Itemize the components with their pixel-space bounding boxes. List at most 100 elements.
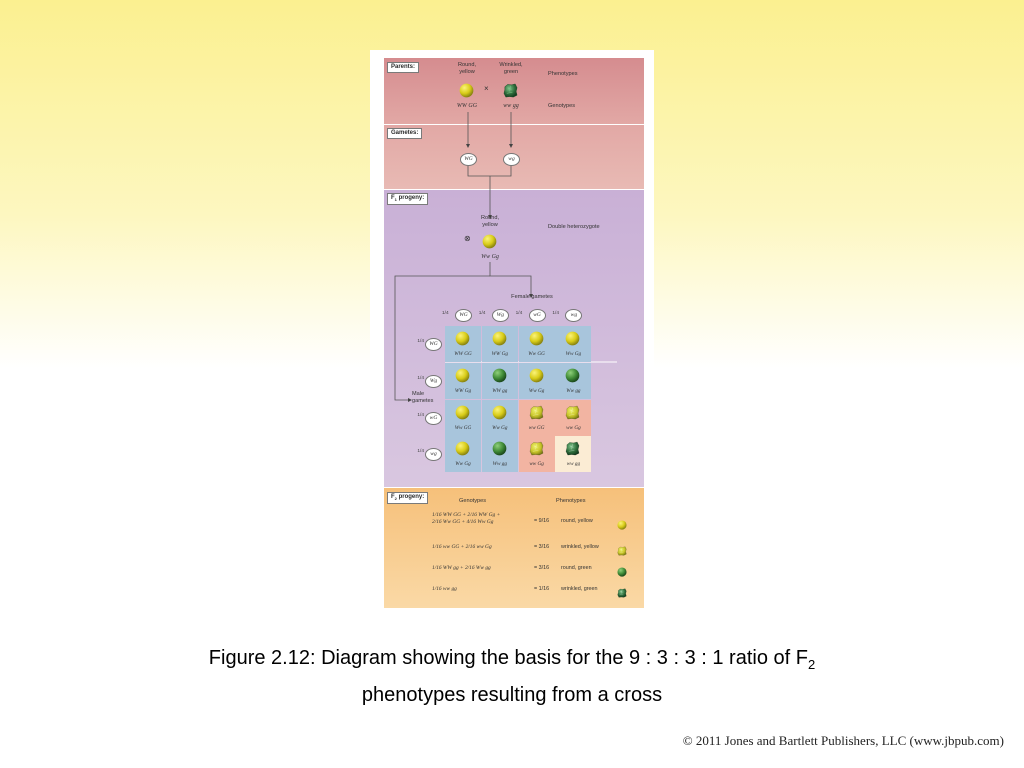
round-green-pea-icon bbox=[492, 368, 507, 383]
wrinkled-yellow-pea-icon bbox=[565, 405, 580, 420]
punnett-cell: ww gg bbox=[555, 436, 592, 473]
round-yellow-pea-icon bbox=[455, 368, 470, 383]
punnett-cell: WW Gg bbox=[481, 326, 518, 362]
f2-phenotypes-header: Phenotypes bbox=[556, 498, 586, 504]
round-yellow-pea-icon bbox=[529, 331, 544, 346]
f2-genotype-terms: 1/16 WW gg + 2/16 Ww gg bbox=[432, 565, 491, 571]
punnett-cell: Ww Gg bbox=[445, 436, 481, 473]
cross-symbol: × bbox=[484, 84, 489, 93]
punnett-cell: Ww Gg bbox=[555, 326, 592, 362]
round-green-pea-icon bbox=[617, 564, 627, 577]
punnett-cell-genotype: Ww GG bbox=[454, 424, 472, 431]
punnett-cell-genotype: Ww Gg bbox=[455, 461, 471, 468]
wrinkled-yellow-pea-icon bbox=[529, 441, 544, 456]
copyright-notice: © 2011 Jones and Bartlett Publishers, LL… bbox=[682, 733, 1004, 748]
f2-progeny-label: F2 progeny: bbox=[387, 492, 429, 505]
male-gamete-3: wg bbox=[425, 448, 442, 462]
f2-phenotype: wrinkled, green bbox=[561, 586, 598, 592]
self-cross-symbol: ⊗ bbox=[464, 234, 471, 243]
male-gamete-1: Wg bbox=[425, 374, 442, 388]
round-yellow-pea-icon bbox=[459, 83, 474, 98]
genotypes-label: Genotypes bbox=[548, 103, 576, 109]
punnett-cell: ww Gg bbox=[518, 436, 555, 473]
female-gamete-fraction: 1/4 bbox=[552, 311, 560, 316]
f1-genotype: Ww Gg bbox=[481, 254, 499, 260]
punnett-cell-genotype: Ww Gg bbox=[528, 387, 545, 394]
parents-label: Parents: bbox=[387, 62, 420, 73]
punnett-cell: Ww GG bbox=[445, 399, 481, 436]
f1-progeny-label: F1 progeny: bbox=[387, 193, 429, 206]
female-gamete-3: wg bbox=[565, 309, 583, 322]
gametes-label: Gametes: bbox=[387, 128, 423, 139]
punnett-cell-genotype: ww Gg bbox=[566, 424, 581, 431]
round-green-pea-icon bbox=[492, 441, 507, 456]
punnett-cell-genotype: WW GG bbox=[454, 351, 472, 357]
dihybrid-cross-figure: Parents: Round,yellow Wrinkled,green Phe… bbox=[370, 50, 654, 612]
round-yellow-pea-icon bbox=[617, 517, 627, 530]
punnett-cell-genotype: WW Gg bbox=[454, 387, 472, 394]
punnett-cell-genotype: Ww Gg bbox=[565, 351, 582, 357]
male-gamete-fraction: 1/4 bbox=[417, 412, 424, 418]
parent-right-phenotype: Wrinkled,green bbox=[499, 62, 523, 75]
female-gamete-fraction: 1/4 bbox=[442, 311, 449, 316]
double-heterozygote-label: Double heterozygote bbox=[548, 224, 600, 230]
f2-genotypes-header: Genotypes bbox=[459, 498, 487, 504]
punnett-cell-genotype: WW gg bbox=[492, 387, 508, 394]
f2-genotype-terms: 1/16 ww gg bbox=[432, 586, 457, 592]
punnett-cell: Ww GG bbox=[518, 326, 555, 362]
female-gamete-fraction: 1/4 bbox=[515, 311, 523, 316]
male-gamete-2: wG bbox=[425, 411, 442, 425]
f2-ratio: = 3/16 bbox=[534, 565, 550, 571]
f2-genotype-terms: 1/16 WW GG + 2/16 WW Gg +2/16 Ww GG + 4/… bbox=[432, 512, 501, 525]
round-yellow-pea-icon bbox=[455, 405, 470, 420]
f2-genotype-terms: 1/16 ww GG + 2/16 ww Gg bbox=[432, 544, 492, 550]
punnett-cell: ww GG bbox=[518, 399, 555, 436]
f2-phenotype: round, yellow bbox=[561, 518, 593, 524]
punnett-cell: WW gg bbox=[481, 362, 518, 399]
male-gamete-fraction: 1/4 bbox=[417, 375, 424, 381]
round-yellow-pea-icon bbox=[529, 368, 544, 383]
male-gamete-fraction: 1/4 bbox=[417, 449, 424, 455]
female-gamete-0: WG bbox=[455, 309, 472, 322]
round-yellow-pea-icon bbox=[492, 405, 507, 420]
wrinkled-green-pea-icon bbox=[617, 585, 627, 598]
punnett-cell-genotype: Ww GG bbox=[528, 351, 545, 357]
wrinkled-yellow-pea-icon bbox=[617, 543, 627, 556]
punnett-cell-genotype: WW Gg bbox=[491, 351, 508, 357]
f2-ratio: = 9/16 bbox=[534, 518, 550, 524]
round-yellow-pea-icon bbox=[565, 331, 580, 346]
punnett-cell-genotype: ww gg bbox=[566, 461, 581, 468]
f1-phenotype: Round,yellow bbox=[480, 215, 500, 228]
f2-ratio: = 3/16 bbox=[534, 544, 550, 550]
parent-right-genotype: ww gg bbox=[503, 103, 519, 109]
f2-phenotype: round, green bbox=[561, 565, 592, 571]
punnett-cell-genotype: Ww Gg bbox=[492, 424, 508, 431]
wrinkled-green-pea-icon bbox=[503, 83, 518, 98]
punnett-cell-genotype: Ww gg bbox=[566, 387, 581, 394]
parent-gamete-left: WG bbox=[460, 153, 477, 166]
f2-phenotype: wrinkled, yellow bbox=[561, 544, 599, 550]
round-green-pea-icon bbox=[565, 368, 580, 383]
female-gamete-fraction: 1/4 bbox=[478, 311, 486, 316]
round-yellow-pea-icon bbox=[482, 234, 497, 249]
f2-band bbox=[384, 488, 644, 608]
punnett-cell-genotype: Ww gg bbox=[492, 461, 507, 468]
punnett-cell: WW Gg bbox=[445, 362, 481, 399]
wrinkled-yellow-pea-icon bbox=[529, 405, 544, 420]
phenotypes-label: Phenotypes bbox=[548, 71, 578, 77]
female-gamete-2: wG bbox=[528, 309, 546, 322]
punnett-cell-genotype: ww GG bbox=[528, 424, 545, 431]
female-gametes-label: Female gametes bbox=[511, 294, 553, 300]
figure-caption: Figure 2.12: Diagram showing the basis f… bbox=[208, 647, 816, 706]
connector-lines bbox=[394, 112, 617, 402]
male-gamete-fraction: 1/4 bbox=[417, 339, 424, 344]
punnett-cell: Ww gg bbox=[481, 436, 518, 473]
punnett-cell: ww Gg bbox=[555, 399, 592, 436]
parent-gamete-right: wg bbox=[503, 153, 520, 166]
punnett-cell: Ww gg bbox=[555, 362, 592, 399]
f2-ratio: = 1/16 bbox=[534, 586, 550, 592]
round-yellow-pea-icon bbox=[455, 441, 470, 456]
punnett-cell-genotype: ww Gg bbox=[529, 461, 544, 468]
round-yellow-pea-icon bbox=[455, 331, 470, 346]
